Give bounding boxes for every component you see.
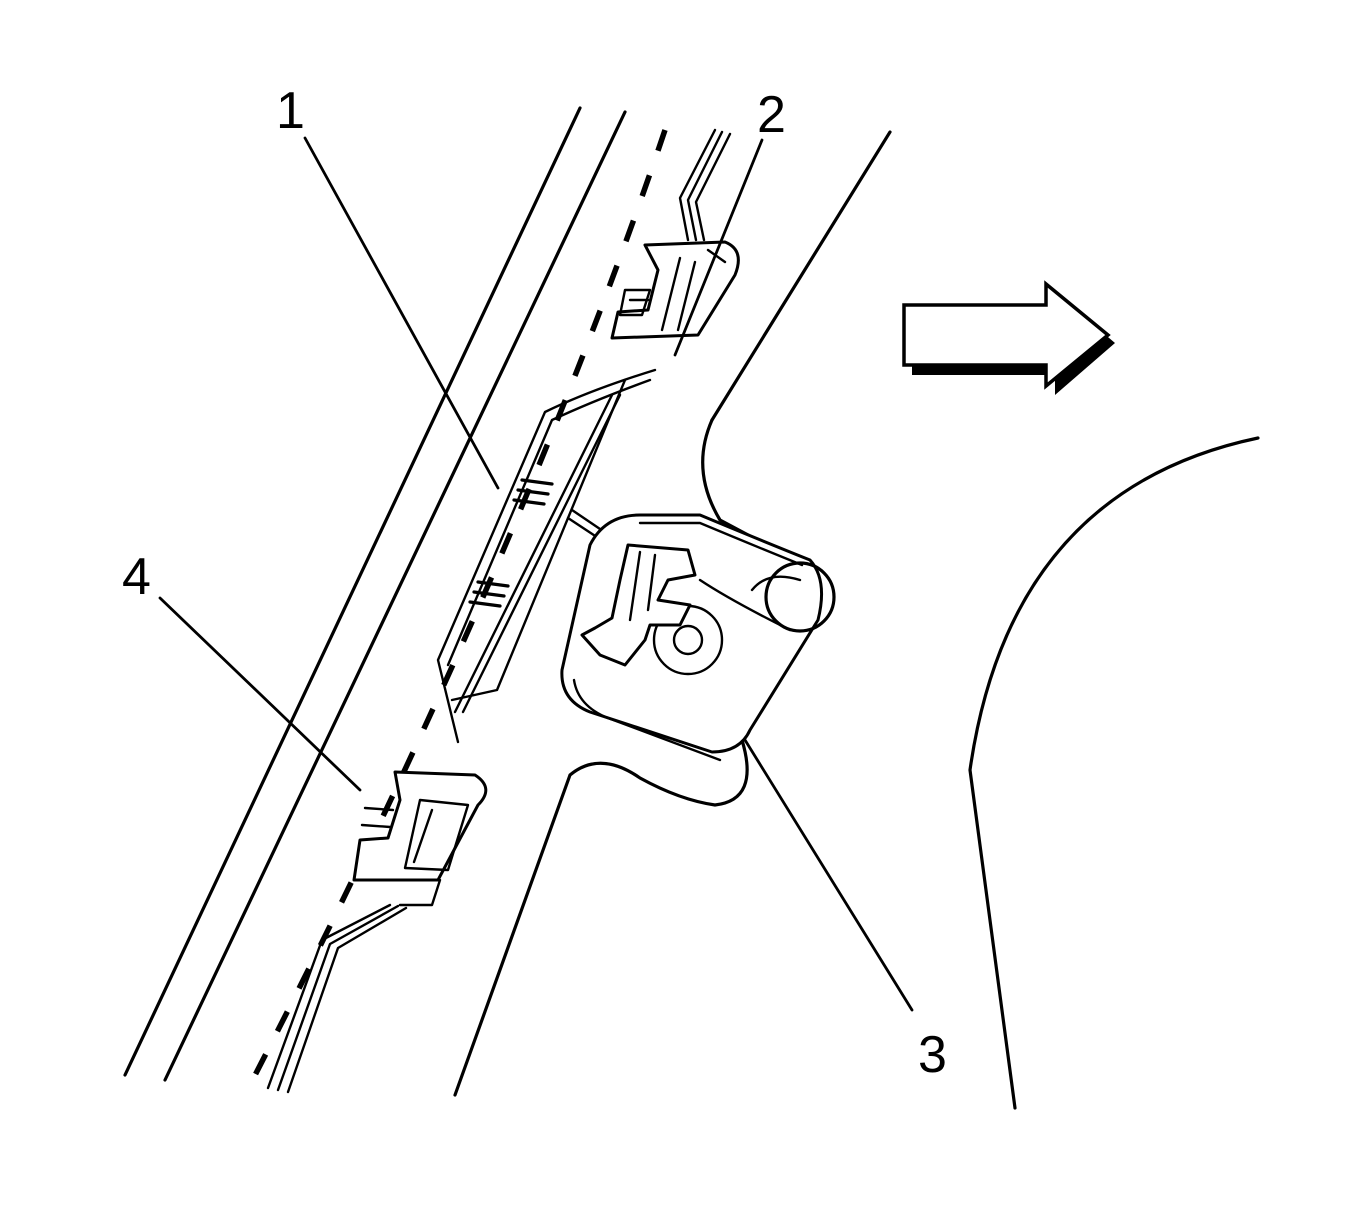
leader-lines [158, 136, 914, 1012]
lower-clip [352, 770, 488, 907]
body-curve [968, 436, 1260, 1110]
leader-4 [158, 596, 362, 792]
bracket-assembly [560, 513, 836, 762]
leader-1 [303, 136, 500, 490]
right-arrow-icon [902, 280, 1115, 395]
panel-contour [453, 418, 797, 1097]
wire-channel-upper [678, 128, 732, 242]
callout-1: 1 [276, 82, 305, 140]
leader-2 [673, 138, 764, 357]
pillar-edges [123, 106, 892, 1082]
callout-3: 3 [918, 1026, 947, 1084]
callout-4: 4 [122, 548, 151, 606]
upper-clip [610, 240, 740, 340]
wire-channel-lower [266, 903, 408, 1094]
callout-2: 2 [757, 86, 786, 144]
leader-3 [743, 738, 914, 1012]
